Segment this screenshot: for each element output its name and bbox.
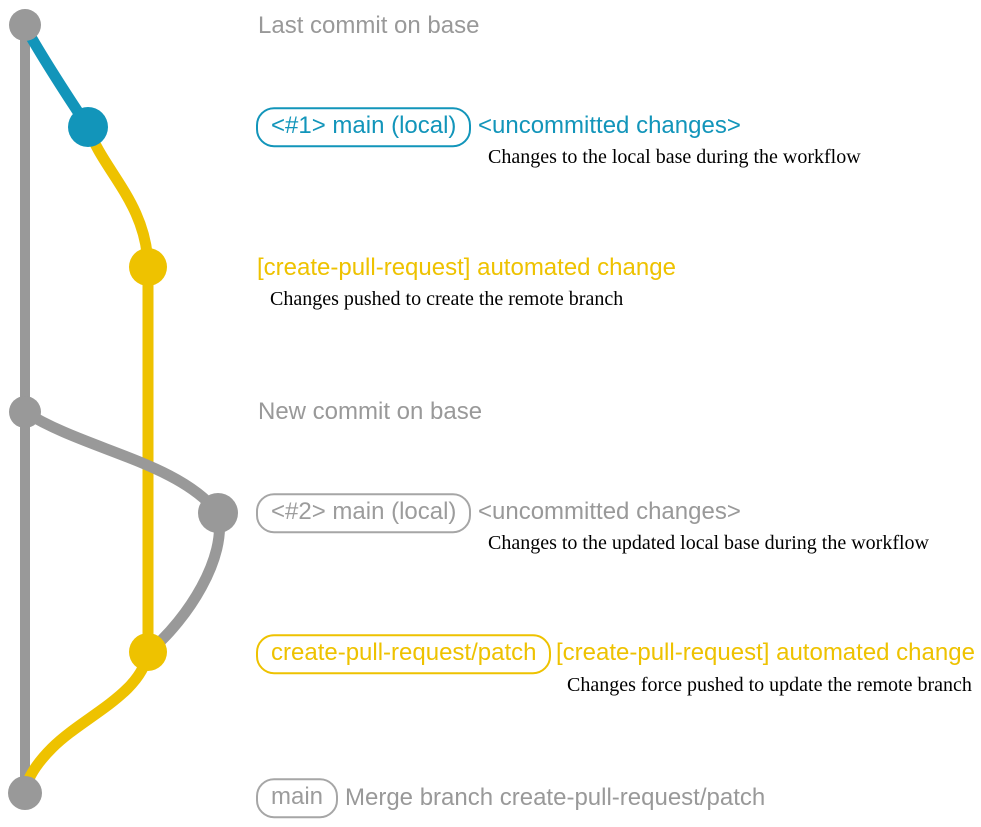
commit-dot-merge <box>8 776 42 810</box>
commit-message-automated-change-1: [create-pull-request] automated change <box>257 254 676 282</box>
annotation-note-local2: Changes to the updated local base during… <box>488 532 929 554</box>
patch-branch-curve-1 <box>82 121 154 271</box>
commit-message-uncommitted-1: <uncommitted changes> <box>478 112 741 140</box>
commit-message-automated-change-2: [create-pull-request] automated change <box>556 639 975 667</box>
commit-message-merge: Merge branch create-pull-request/patch <box>345 784 766 812</box>
commit-dot-local-main-2 <box>198 493 238 533</box>
commit-dot-patch-1 <box>129 248 167 286</box>
annotation-note-push2: Changes force pushed to update the remot… <box>567 674 972 696</box>
local-main2-to-patch-curve <box>146 507 225 655</box>
commit-message-uncommitted-2: <uncommitted changes> <box>478 498 741 526</box>
branch-label-main-local-1: <#1> main (local) <box>256 107 472 147</box>
branch-label-create-pull-request-patch: create-pull-request/patch <box>256 634 552 674</box>
branch-label-main: main <box>256 778 339 818</box>
milestone-last-commit-on-base: Last commit on base <box>258 12 480 40</box>
patch-merge-curve <box>19 646 154 797</box>
annotation-note-local1: Changes to the local base during the wor… <box>488 146 861 168</box>
commit-dot-local-main-1 <box>68 107 108 147</box>
branch-label-main-local-2: <#2> main (local) <box>256 493 472 533</box>
commit-dot-patch-2 <box>129 633 167 671</box>
milestone-new-commit-on-base: New commit on base <box>258 398 483 426</box>
local-main2-branch-curve <box>19 406 224 519</box>
annotation-note-push1: Changes pushed to create the remote bran… <box>270 288 624 310</box>
commit-dot-new-base <box>9 396 41 428</box>
commit-dot-last-base <box>9 9 41 41</box>
